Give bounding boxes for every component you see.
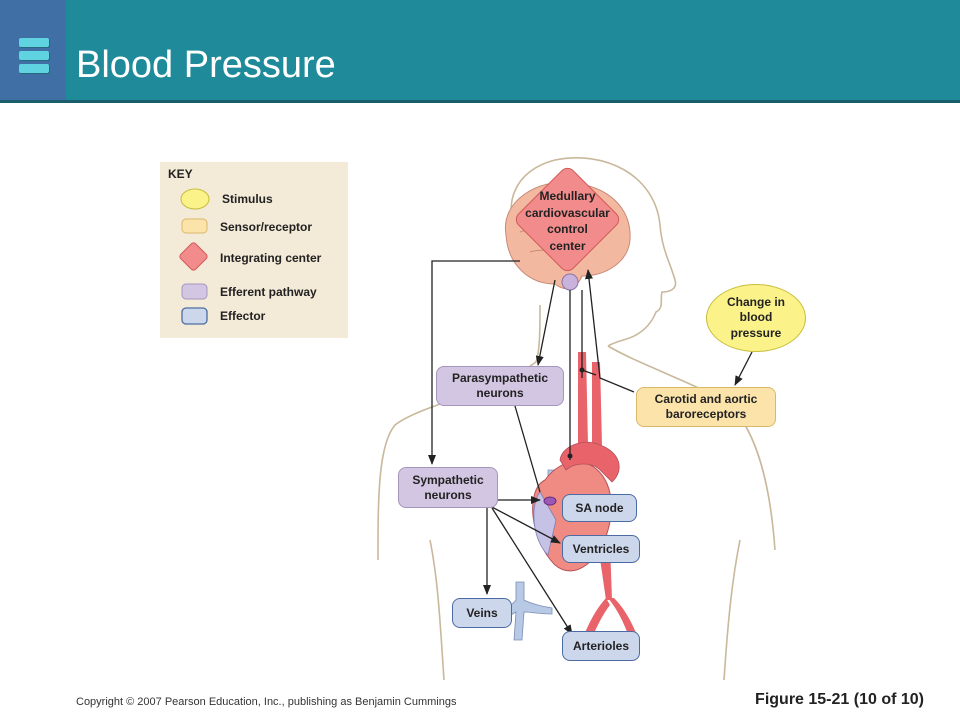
key-stimulus-swatch xyxy=(180,188,210,210)
copyright-notice: Copyright © 2007 Pearson Education, Inc.… xyxy=(76,696,457,708)
slide-title: Blood Pressure xyxy=(76,44,336,86)
carotid-artery xyxy=(578,352,588,445)
key-heading: KEY xyxy=(168,167,193,181)
arrow-stimulus-to-baroreceptor xyxy=(734,351,753,386)
key-sensor-swatch xyxy=(181,218,208,234)
key-swatches xyxy=(179,188,210,325)
figure-label: Figure 15-21 (10 of 10) xyxy=(755,691,924,708)
ventricles-box: Ventricles xyxy=(562,535,640,563)
sa-node-box: SA node xyxy=(562,494,637,522)
arterioles-box: Arterioles xyxy=(562,631,640,661)
arrow-sympathetic-to-ventricles xyxy=(489,505,561,544)
stimulus-bubble: Change in blood pressure xyxy=(706,284,806,352)
sa-node-marker xyxy=(543,496,557,506)
key-label-efferent: Efferent pathway xyxy=(220,285,317,299)
arrow-center-to-sympathetic xyxy=(428,260,520,465)
medulla xyxy=(561,273,579,291)
title-bar xyxy=(0,0,960,100)
key-integrating-swatch xyxy=(179,242,208,271)
arrow-sympathetic-to-arterioles xyxy=(491,507,573,635)
key-label-stimulus: Stimulus xyxy=(222,192,273,206)
arrow-baroreceptor-to-center xyxy=(585,269,635,393)
key-effector-swatch xyxy=(181,307,208,325)
arrow-center-to-parasympathetic xyxy=(535,279,556,366)
baroreceptor-box: Carotid and aortic baroreceptors xyxy=(636,387,776,427)
title-bar-underline xyxy=(0,100,960,103)
key-efferent-swatch xyxy=(181,283,208,300)
parasympathetic-neurons-box: Parasympathetic neurons xyxy=(436,366,564,406)
slide-logo-icon xyxy=(19,38,49,77)
veins-box: Veins xyxy=(452,598,512,628)
key-label-sensor: Sensor/receptor xyxy=(220,220,313,234)
integrating-center-diamond xyxy=(515,167,620,272)
arrow-parasympathetic-to-sa-node xyxy=(514,405,541,493)
integrating-center-label: Medullary cardiovascular control center xyxy=(525,189,610,253)
sympathetic-neurons-box: Sympathetic neurons xyxy=(398,467,498,508)
key-label-effector: Effector xyxy=(220,309,266,323)
key-label-integrating: Integrating center xyxy=(220,251,322,265)
title-bar-accent xyxy=(0,0,66,100)
